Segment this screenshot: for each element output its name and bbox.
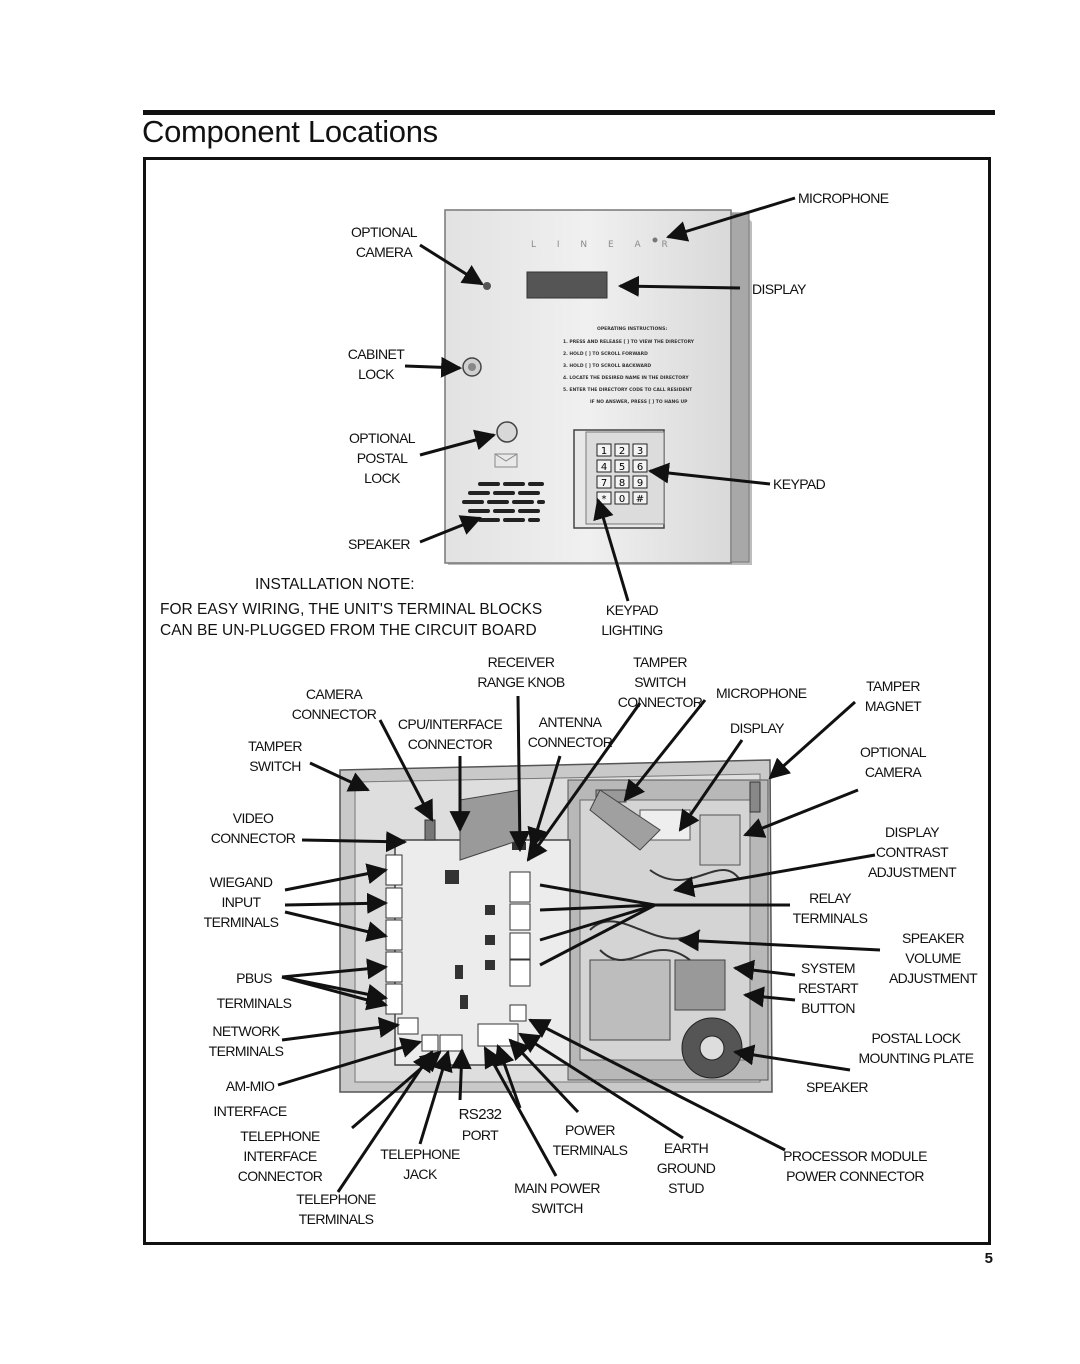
label-display: DISPLAY [752,281,807,297]
label-speaker: SPEAKER [348,536,411,552]
svg-text:IF NO ANSWER, PRESS [ ] TO HAN: IF NO ANSWER, PRESS [ ] TO HANG UP [590,399,688,405]
keypad-key[interactable] [632,491,648,505]
svg-text:2. HOLD [ ] TO SCROLL FORWARD: 2. HOLD [ ] TO SCROLL FORWARD [563,351,648,357]
keypad-key-label: 8 [619,478,625,489]
label-microphone: MICROPHONE [798,190,889,206]
label-display-inside: DISPLAY [730,720,785,736]
svg-text:1. PRESS AND RELEASE [ ] TO VI: 1. PRESS AND RELEASE [ ] TO VIEW THE DIR… [563,339,695,345]
camera-lens [483,282,491,290]
keypad-key-label: 3 [637,446,643,457]
keypad-key-label: 1 [601,446,607,457]
brand-logo: L I N E A R [531,240,677,250]
keypad-key-label: 7 [601,478,607,489]
front-panel: L I N E A R OPERATING INSTRUCTIONS: 1. P… [444,209,752,565]
keypad-key-label: 9 [637,478,643,489]
keypad-key-label: * [602,494,607,505]
postal-lock-plate [674,959,726,1011]
figure-frame [143,157,991,1245]
speaker-grille [462,482,545,522]
keypad-key-label: 0 [619,494,625,505]
installation-note-heading: INSTALLATION NOTE: [255,576,415,593]
display-window [526,271,608,299]
keypad-key[interactable] [632,475,648,489]
open-unit [339,759,773,1093]
keypad-key-label: 4 [601,462,607,473]
page-number: 5 [984,1250,993,1267]
leader-lines [277,196,881,1193]
operating-instructions: OPERATING INSTRUCTIONS: 1. PRESS AND REL… [563,326,695,405]
svg-text:4. LOCATE THE DESIRED NAME IN: 4. LOCATE THE DESIRED NAME IN THE DIRECT… [563,375,689,381]
keypad-key[interactable] [632,459,648,473]
label-speaker-inside: SPEAKER [806,1079,869,1095]
keypad[interactable]: 1 2 3 4 5 6 7 8 9 * 0 # [596,443,648,505]
keypad-key-label: 6 [637,462,643,473]
svg-text:3. HOLD [ ] TO SCROLL BACKWARD: 3. HOLD [ ] TO SCROLL BACKWARD [563,363,651,369]
keypad-key[interactable] [596,443,612,457]
mail-icon [494,453,518,468]
keypad-key[interactable] [596,475,612,489]
keypad-key-label: # [636,494,644,505]
installation-note-line-2: CAN BE UN-PLUGGED FROM THE CIRCUIT BOARD [160,622,537,639]
keypad-key-label: 5 [619,462,625,473]
label-microphone-inside: MICROPHONE [716,685,807,701]
svg-text:OPERATING INSTRUCTIONS:: OPERATING INSTRUCTIONS: [597,326,667,332]
page-title: Component Locations [142,114,438,149]
keypad-key[interactable] [614,491,630,505]
label-keypad: KEYPAD [773,476,826,492]
keypad-key[interactable] [632,443,648,457]
postal-lock [496,421,518,443]
installation-note-line-1: FOR EASY WIRING, THE UNIT'S TERMINAL BLO… [160,601,543,618]
keypad-key[interactable] [596,459,612,473]
keypad-key[interactable] [614,459,630,473]
title-rule [143,110,995,115]
keypad-key[interactable] [614,443,630,457]
svg-text:5. ENTER THE DIRECTORY CODE TO: 5. ENTER THE DIRECTORY CODE TO CALL RESI… [563,387,693,393]
keypad-key-label: 2 [619,446,625,457]
keypad-key[interactable] [614,475,630,489]
restart-area [589,959,671,1041]
microphone-hole [652,237,658,243]
